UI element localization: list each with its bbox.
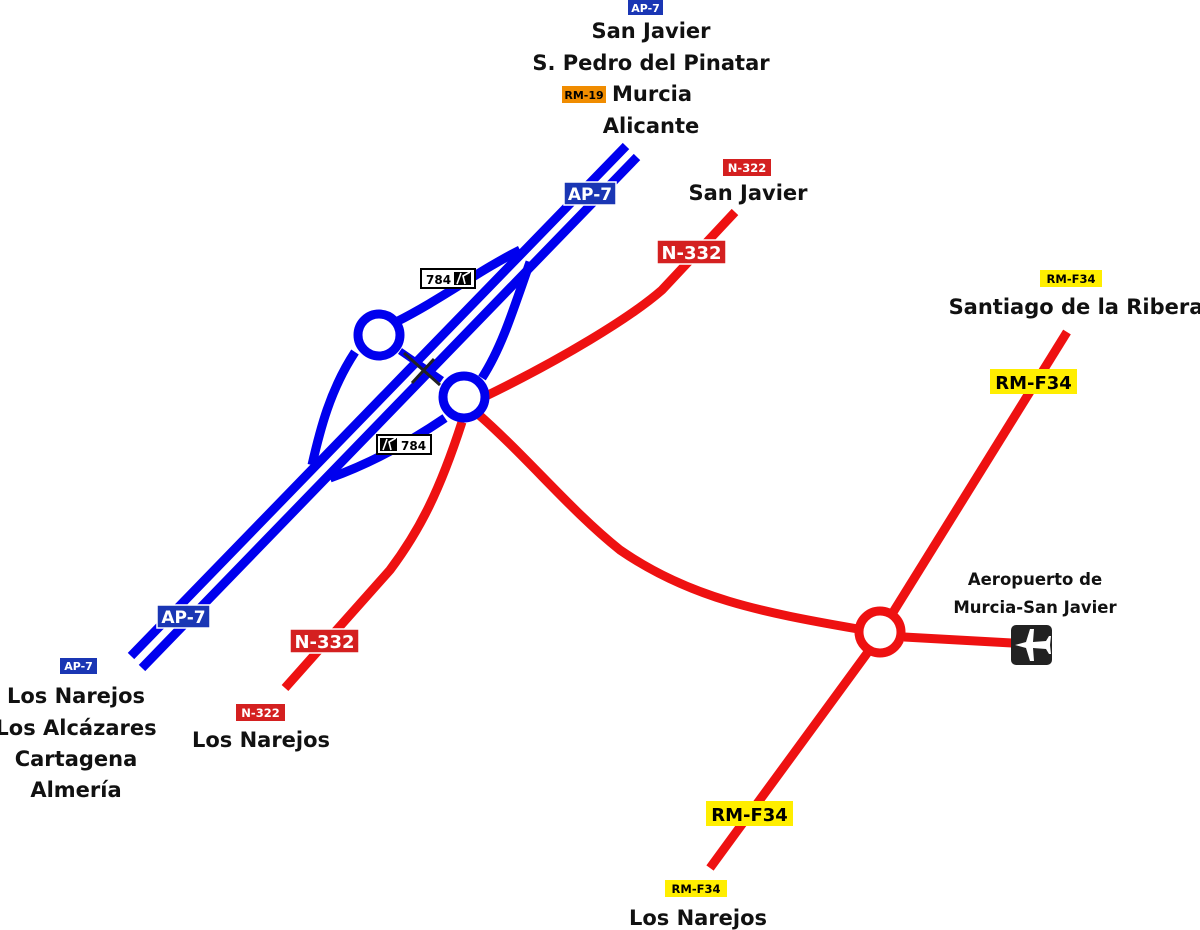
- crossing-x-icon: [403, 351, 441, 387]
- destination-murcia: Murcia: [612, 82, 692, 106]
- rmf34-south-road: [706, 649, 872, 871]
- exit-number-upper: 784: [426, 273, 451, 287]
- airport-name-line2: Murcia-San Javier: [953, 598, 1117, 617]
- ap7-badge-upper: AP-7: [568, 185, 612, 205]
- n322-badge-top: N-322: [728, 161, 766, 175]
- destination-los-alcazares: Los Alcázares: [0, 716, 157, 740]
- destination-cartagena: Cartagena: [15, 747, 138, 771]
- roundabout-east: [438, 371, 490, 423]
- ap7-badge-top: AP-7: [631, 2, 660, 15]
- motorway-exit-icon: [380, 437, 397, 451]
- airport-name-line1: Aeropuerto de: [968, 570, 1102, 589]
- airport-access-road: [903, 632, 1013, 648]
- destination-san-javier-n332: San Javier: [688, 181, 808, 205]
- exit-number-lower: 784: [401, 439, 426, 453]
- destination-los-narejos-rmf34: Los Narejos: [629, 906, 767, 930]
- ap7-badge-lower: AP-7: [161, 608, 205, 628]
- airplane-icon: [1011, 625, 1052, 665]
- rmf34-badge-bottom: RM-F34: [672, 882, 721, 896]
- ap7-carriageway-east: [138, 153, 641, 672]
- n332-badge-lower: N-332: [294, 632, 354, 653]
- roundabout-airport: [854, 606, 906, 658]
- destination-san-javier-ap7: San Javier: [591, 19, 711, 43]
- n332-south-road: [281, 420, 467, 691]
- roundabout-west: [353, 309, 405, 361]
- n332-north-road: [484, 208, 739, 401]
- ap7-carriageway-west: [127, 142, 630, 660]
- n332-badge-upper: N-332: [661, 243, 721, 264]
- destination-los-narejos-n332: Los Narejos: [192, 728, 330, 752]
- motorway-exit-icon: [454, 271, 471, 285]
- rm19-badge: RM-19: [564, 89, 603, 102]
- rmf34-badge-lower: RM-F34: [711, 805, 788, 826]
- exit-ramp-south-west: [307, 349, 359, 467]
- rmf34-badge-top: RM-F34: [1047, 272, 1096, 286]
- ap7-badge-bottom: AP-7: [64, 660, 93, 673]
- exit-sign-lower: 784: [376, 434, 432, 455]
- exit-sign-upper: 784: [420, 268, 476, 289]
- n322-badge-bottom: N-322: [241, 706, 279, 720]
- destination-santiago-de-la-ribera: Santiago de la Ribera: [949, 295, 1200, 319]
- road-to-airport-roundabout: [475, 410, 859, 634]
- rmf34-badge-right: RM-F34: [995, 373, 1072, 394]
- destination-almeria: Almería: [30, 778, 121, 802]
- destination-alicante: Alicante: [603, 114, 700, 138]
- entry-ramp-north-east: [478, 260, 535, 381]
- destination-los-narejos-ap7: Los Narejos: [7, 684, 145, 708]
- destination-san-pedro: S. Pedro del Pinatar: [532, 51, 770, 75]
